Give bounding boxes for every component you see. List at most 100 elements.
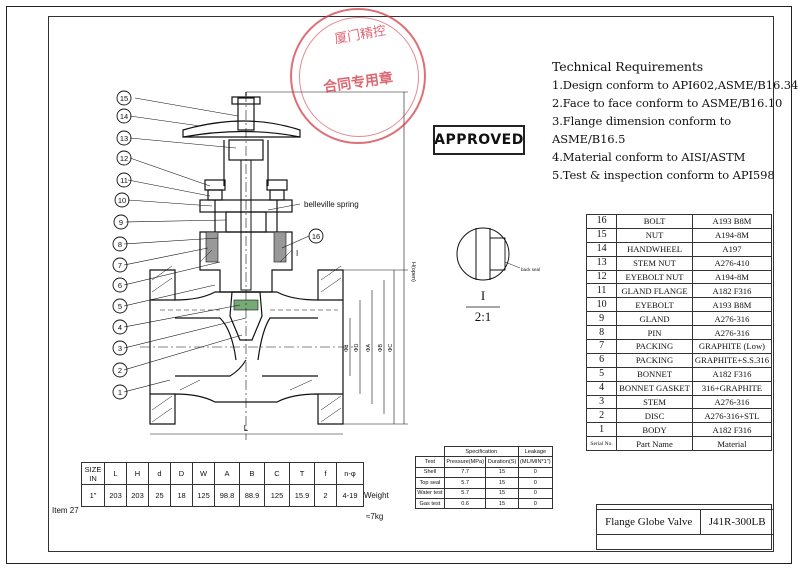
parts-cell: 9 <box>585 311 618 327</box>
parts-cell: 5 <box>585 366 618 382</box>
spec-cell: 0 <box>517 497 554 510</box>
dims-value-row: 1" 203 203 25 18 125 98.8 88.9 125 15.9 … <box>81 484 364 507</box>
tech-title: Technical Requirements <box>552 59 704 74</box>
dims-cell: 25 <box>148 484 171 507</box>
dims-cell: 15.9 <box>289 484 315 507</box>
parts-header-cell: Serial No. <box>585 436 618 452</box>
callout-12: 12 <box>120 154 128 163</box>
spec-header: (ML/MIN*1") <box>517 456 554 468</box>
spec-header: Duration(S) <box>485 456 519 468</box>
parts-cell: 316+GRAPHITE <box>691 380 773 396</box>
parts-cell: 14 <box>585 241 618 257</box>
parts-cell: A276-316 <box>691 325 773 341</box>
parts-cell: 4 <box>585 380 618 396</box>
parts-cell: GLAND FLANGE <box>616 283 693 299</box>
dims-header: f <box>314 462 337 485</box>
callout-10: 10 <box>118 196 126 205</box>
spec-cell: 0.6 <box>443 497 487 510</box>
tech-item: 1.Design conform to API602,ASME/B16.34 <box>552 78 799 92</box>
dim-D-label: ΦD <box>354 344 360 352</box>
dims-header: L <box>104 462 127 485</box>
drawing-frame <box>6 6 792 564</box>
dims-cell: 203 <box>126 484 149 507</box>
callout-14: 14 <box>120 112 128 121</box>
dims-header: A <box>214 462 240 485</box>
parts-cell: A276-316 <box>691 311 773 327</box>
title-row: Flange Globe Valve J41R-300LB <box>597 509 773 535</box>
spec-cell: 5.7 <box>443 477 487 489</box>
parts-cell: BODY <box>616 422 693 438</box>
seal-inner-ring <box>299 17 419 137</box>
tech-item: 4.Material conform to AISI/ASTM <box>552 150 746 164</box>
product-name: Flange Globe Valve <box>597 510 702 534</box>
spec-cell: Shell <box>415 466 445 479</box>
callout-5: 5 <box>118 302 122 311</box>
parts-cell: A182 F316 <box>691 283 773 299</box>
parts-cell: 16 <box>585 214 618 229</box>
spec-cell: 15 <box>485 477 519 489</box>
parts-cell: PIN <box>616 325 693 341</box>
parts-cell: GRAPHITE+S.S.316 <box>691 352 773 368</box>
parts-header-cell: Material <box>691 436 773 452</box>
parts-cell: A197 <box>691 241 773 257</box>
spec-cell: 0 <box>517 477 554 489</box>
parts-cell: BONNET GASKET <box>616 380 693 396</box>
parts-header-cell: Part Name <box>616 436 693 452</box>
drawing-border <box>48 16 774 552</box>
dim-B-label: ΦB <box>378 344 384 352</box>
parts-cell: PACKING <box>616 339 693 354</box>
weight-label: Weight <box>364 491 389 500</box>
dim-d-label: Φd <box>344 345 350 352</box>
spec-group-row: Specification Leakage <box>415 445 554 458</box>
dims-cell: 4-19 <box>336 484 364 507</box>
spec-cell: Gas test <box>415 497 445 510</box>
parts-cell: 1 <box>585 422 618 438</box>
title-block: Flange Globe Valve J41R-300LB <box>596 504 773 550</box>
tech-item: 5.Test & inspection conform to API598 <box>552 168 775 182</box>
dims-header: W <box>192 462 215 485</box>
tech-item: 3.Flange dimension conform to ASME/B16.5 <box>552 114 732 146</box>
parts-cell: 3 <box>585 394 618 410</box>
parts-cell: 12 <box>585 269 618 285</box>
section-mark: I <box>296 249 298 258</box>
parts-cell: 10 <box>585 297 618 313</box>
parts-cell: EYEBOLT NUT <box>616 269 693 285</box>
spec-cell: 0 <box>517 487 554 499</box>
back-seal-label: back seal <box>521 267 540 272</box>
tech-item: 2.Face to face conform to ASME/B16.10 <box>552 96 783 110</box>
approved-badge: APPROVED <box>433 125 525 155</box>
callout-11: 11 <box>120 176 128 185</box>
dim-A-label: ΦA <box>366 344 372 352</box>
parts-cell: 6 <box>585 352 618 368</box>
dims-cell: 1" <box>81 484 105 507</box>
item-label: Item 27 <box>52 506 79 515</box>
dims-header: d <box>148 462 171 485</box>
parts-cell: 2 <box>585 408 618 424</box>
product-model: J41R-300LB <box>708 516 766 528</box>
spec-header: Pressure(MPa) <box>443 456 487 468</box>
callout-13: 13 <box>120 134 128 143</box>
parts-cell: A276-316 <box>691 394 773 410</box>
dims-header: C <box>264 462 290 485</box>
dims-cell: 125 <box>264 484 290 507</box>
spec-cell: 15 <box>485 487 519 499</box>
dim-C-label: ΦC <box>388 344 394 352</box>
callout-7: 7 <box>118 261 122 270</box>
test-spec-table: Specification Leakage Test Pressure(MPa)… <box>415 445 554 510</box>
callout-4: 4 <box>118 323 122 332</box>
height-label: H(open) <box>410 262 416 282</box>
